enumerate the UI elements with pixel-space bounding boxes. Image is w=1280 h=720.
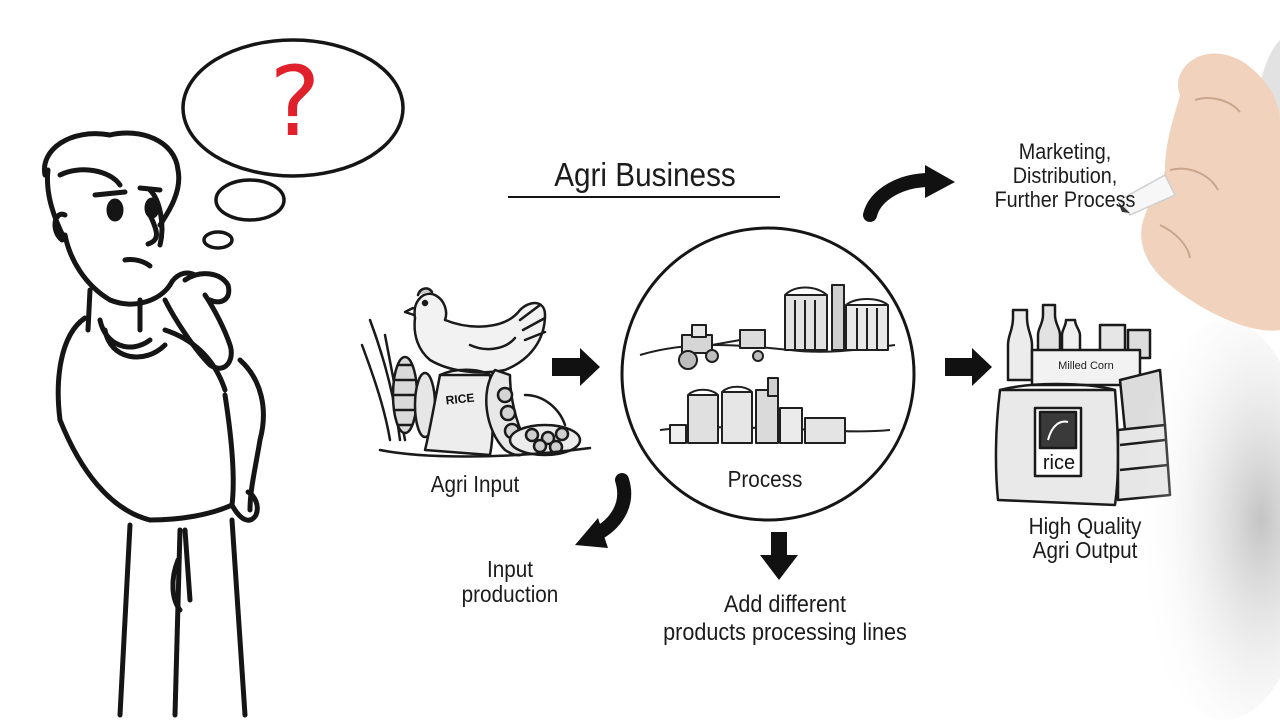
marketing-label: Marketing, Distribution, Further Process	[975, 139, 1155, 213]
arrow-process-to-output	[945, 348, 992, 386]
rice-bag-label: rice	[1042, 452, 1076, 474]
thinking-man	[41, 130, 266, 718]
output-line-1: High Quality	[1028, 513, 1142, 539]
arrow-to-marketing	[863, 165, 955, 222]
arrow-to-add-lines	[760, 532, 798, 580]
add-lines-line-2: products processing lines	[663, 618, 907, 646]
process-circle	[620, 226, 916, 522]
agri-input-label: Agri Input	[430, 471, 520, 497]
process-label: Process	[727, 466, 803, 492]
diagram-title: Agri Business	[554, 156, 736, 193]
output-line-2: Agri Output	[1032, 537, 1138, 564]
arrow-input-to-process	[552, 348, 600, 386]
process-illustration	[639, 284, 896, 444]
add-lines-label: Add different products processing lines	[646, 591, 925, 646]
milled-corn-label: Milled Corn	[1058, 360, 1114, 372]
add-lines-line-1: Add different	[723, 591, 847, 618]
thought-bubble	[181, 38, 405, 250]
input-production-line-2: production	[461, 581, 559, 608]
input-production-line-1: Input	[486, 556, 534, 582]
marketing-line-3: Further Process	[994, 187, 1136, 213]
arrow-to-input-production	[575, 473, 632, 548]
marketing-line-1: Marketing,	[1018, 139, 1112, 164]
input-production-label: Input production	[447, 556, 573, 608]
question-mark: ?	[269, 46, 321, 158]
agri-input-illustration	[360, 287, 592, 458]
drawing-hand	[1118, 40, 1280, 720]
output-label: High Quality Agri Output	[1013, 514, 1157, 562]
agri-output-illustration	[994, 303, 1172, 507]
marketing-line-2: Distribution,	[1012, 163, 1118, 189]
